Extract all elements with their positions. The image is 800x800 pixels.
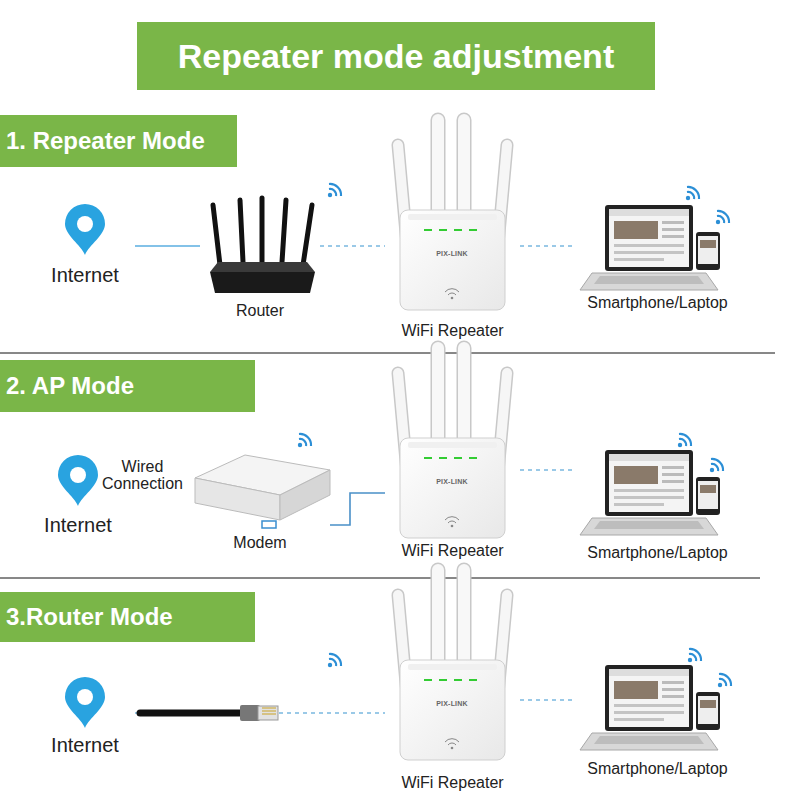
repeater-node: WiFi Repeater (385, 568, 520, 792)
location-pin (58, 455, 98, 506)
router-node: Router (200, 195, 320, 320)
location-pin (65, 677, 105, 728)
client-node: Smartphone/Laptop (575, 650, 740, 778)
internet-node: Internet (35, 675, 135, 757)
repeater-illustration (398, 570, 507, 760)
brand-mark: PIX-LINK (422, 250, 482, 257)
node-text: WiFi Repeater (401, 542, 503, 560)
internet-node: Internet (28, 455, 128, 537)
link-line (320, 245, 385, 247)
brand-mark: PIX-LINK (422, 700, 482, 707)
node-text: Router (236, 302, 284, 320)
link-line (135, 712, 385, 714)
internet-node: Internet (35, 205, 135, 287)
row-separator (0, 353, 775, 354)
node-text: Internet (51, 264, 119, 287)
link-line (520, 245, 575, 247)
node-text: WiFi Repeater (401, 322, 503, 340)
node-text: Smartphone/Laptop (587, 544, 728, 562)
laptop-phone-illustration (580, 665, 720, 750)
title-banner: Repeater mode adjustment (137, 22, 655, 90)
repeater-node: WiFi Repeater (385, 112, 520, 340)
laptop-phone-illustration (580, 450, 720, 535)
row-separator (0, 578, 760, 579)
node-text: Smartphone/Laptop (587, 294, 728, 312)
link-line (135, 245, 200, 247)
link-line (520, 469, 575, 471)
wifi-signal (686, 187, 699, 200)
section-band: 2. AP Mode (0, 360, 255, 412)
modem-node: Modem (190, 440, 330, 552)
node-text: Modem (233, 534, 286, 552)
wifi-signal (328, 184, 341, 197)
wifi-signal (716, 211, 729, 224)
wifi-signal (718, 674, 731, 687)
link-line (520, 699, 575, 701)
ethernet-cable (140, 705, 278, 721)
node-text: Internet (51, 734, 119, 757)
node-text: 3.Router Mode (6, 603, 173, 631)
repeater-illustration (398, 348, 507, 538)
repeater-illustration (398, 120, 507, 310)
node-text: 1. Repeater Mode (6, 127, 205, 155)
node-text: Smartphone/Laptop (587, 760, 728, 778)
laptop-phone-illustration (580, 205, 720, 290)
section-band: 1. Repeater Mode (0, 115, 237, 167)
section-band: 3.Router Mode (0, 592, 255, 642)
modem-illustration (195, 455, 330, 528)
node-text: 2. AP Mode (6, 372, 134, 400)
client-node: Smartphone/Laptop (575, 180, 740, 312)
location-pin (65, 204, 105, 255)
wifi-signal (328, 654, 341, 667)
link-line (330, 493, 385, 525)
node-text: WiFi Repeater (401, 774, 503, 792)
wifi-signal (298, 434, 311, 447)
wifi-signal (678, 434, 691, 447)
connection-note: Wired Connection (95, 458, 190, 492)
node-text: Internet (44, 514, 112, 537)
router-illustration (210, 198, 315, 293)
brand-mark: PIX-LINK (422, 478, 482, 485)
wifi-signal (688, 649, 701, 662)
wifi-signal (710, 459, 723, 472)
client-node: Smartphone/Laptop (575, 430, 740, 562)
repeater-node: WiFi Repeater (385, 358, 520, 560)
